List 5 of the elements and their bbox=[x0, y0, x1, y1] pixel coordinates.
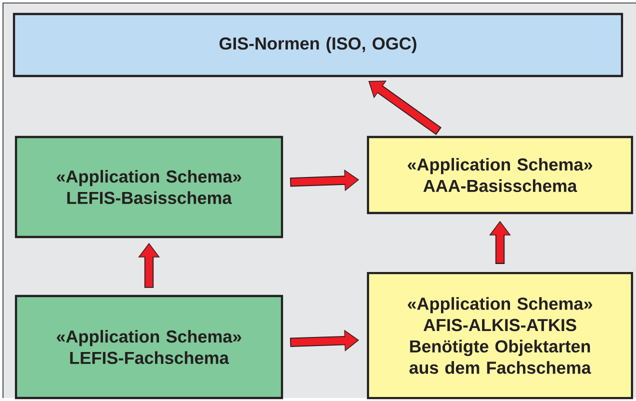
title-box: GIS-Normen (ISO, OGC) bbox=[12, 12, 624, 78]
schema-box: «Application Schema» LEFIS-Fachschema bbox=[14, 294, 284, 400]
schema-box: «Application Schema» LEFIS-Basisschema bbox=[14, 136, 284, 238]
schema-box: «Application Schema» AAA-Basisschema bbox=[366, 136, 634, 214]
schema-box: «Application Schema» AFIS-ALKIS-ATKIS Benötigte Objektarten aus dem Fachschema bbox=[366, 272, 634, 400]
